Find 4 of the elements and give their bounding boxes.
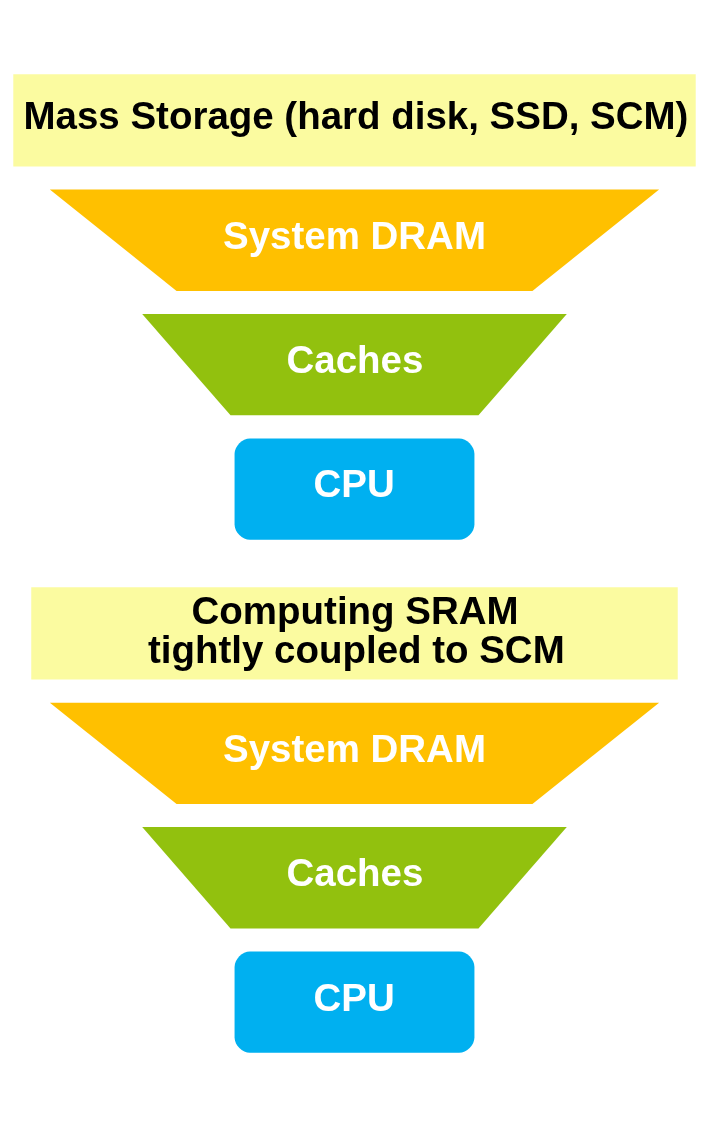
node-box: Mass Storage (hard disk, SSD, SCM): [13, 74, 696, 167]
node-box: Computing SRAM tightly coupled to SCM: [31, 587, 678, 680]
node-box: CPU: [234, 438, 475, 540]
node-box: CPU: [234, 951, 475, 1053]
